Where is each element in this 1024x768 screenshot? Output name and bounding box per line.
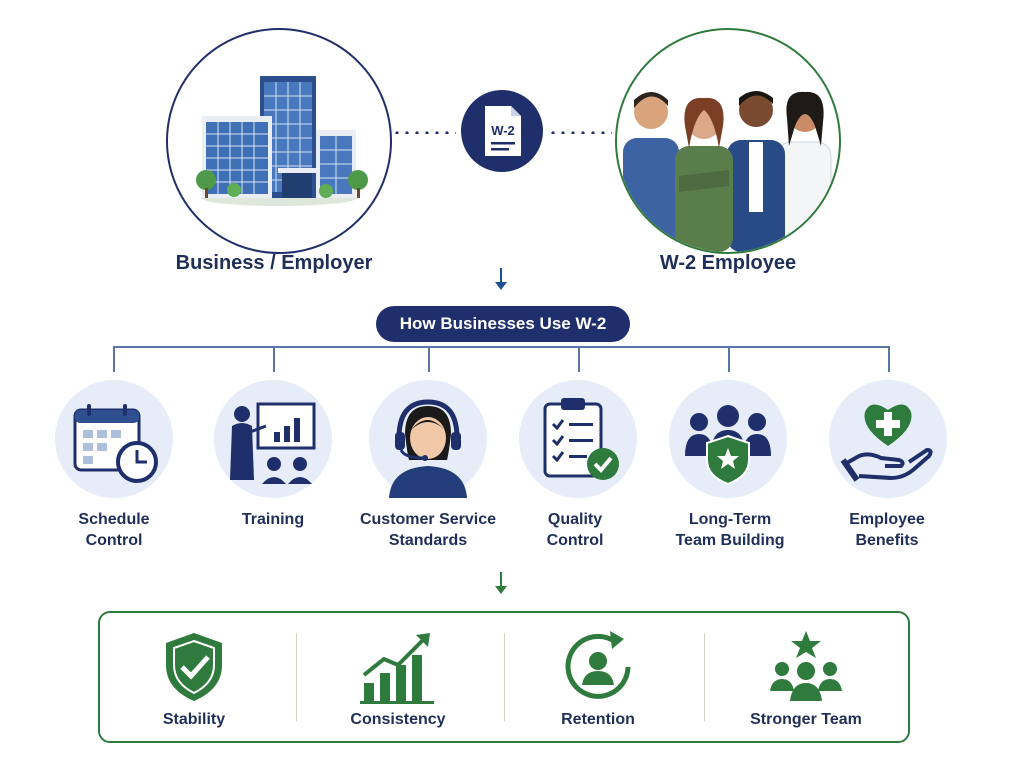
section-header: How Businesses Use W-2 (376, 306, 630, 342)
use-item-team-building (669, 380, 787, 498)
use-label-line: Standards (388, 532, 468, 549)
use-label-employee-benefits: Employee Benefits (807, 509, 967, 551)
use-item-employee-benefits (829, 380, 947, 498)
dotted-connector-right (548, 131, 612, 134)
use-label-line: Employee (849, 511, 925, 528)
team-star-icon (766, 627, 846, 707)
use-label-line: Long-Term (688, 511, 772, 528)
tree-branch (428, 346, 430, 372)
use-label-line: Control (546, 532, 604, 549)
down-arrow-icon (495, 572, 507, 594)
w2-document-text: W-2 (491, 123, 515, 138)
outcome-label-stability: Stability (162, 711, 226, 728)
use-label-training: Training (193, 509, 353, 530)
use-item-quality-control (519, 380, 637, 498)
divider (704, 633, 705, 721)
outcome-label-consistency: Consistency (350, 711, 446, 728)
outcomes-panel: Stability Consistency Retention Strong (98, 611, 910, 743)
use-label-line: Control (85, 532, 143, 549)
use-label-line: Customer Service (359, 511, 497, 528)
use-label-line: Schedule (78, 511, 150, 528)
tree-branch (273, 346, 275, 372)
employer-circle (166, 28, 392, 254)
trainer-presentation-icon (230, 402, 316, 484)
person-cycle-icon (558, 627, 638, 707)
use-label-schedule-control: Schedule Control (34, 509, 194, 551)
growth-chart-icon (358, 627, 438, 707)
use-label-line: Quality (547, 511, 603, 528)
tree-branch (728, 346, 730, 372)
employee-label: W-2 Employee (659, 252, 797, 274)
w2-document-icon: W-2 (485, 106, 521, 156)
divider (296, 633, 297, 721)
use-item-customer-service (369, 380, 487, 498)
tree-branch (888, 346, 890, 372)
use-label-line: Team Building (675, 532, 785, 549)
use-label-team-building: Long-Term Team Building (650, 509, 810, 551)
tree-connector (114, 346, 890, 348)
use-label-quality-control: Quality Control (495, 509, 655, 551)
team-shield-icon (685, 405, 771, 486)
dotted-connector-left (392, 131, 456, 134)
employees-circle (615, 28, 841, 254)
tree-branch (578, 346, 580, 372)
shield-check-icon (154, 627, 234, 707)
w2-document-badge: W-2 (461, 90, 543, 172)
use-label-line: Benefits (855, 532, 919, 549)
outcome-label-retention: Retention (561, 711, 635, 728)
outcome-label-stronger-team: Stronger Team (750, 711, 862, 728)
divider (504, 633, 505, 721)
tree-branch (113, 346, 115, 372)
heart-hand-icon (840, 404, 933, 482)
use-label-customer-service: Customer Service Standards (348, 509, 508, 551)
down-arrow-icon (495, 268, 507, 290)
checklist-clipboard-icon (543, 398, 619, 480)
employer-label: Business / Employer (175, 252, 373, 274)
headset-agent-icon (389, 399, 467, 498)
use-item-training (214, 380, 332, 498)
calendar-clock-icon (73, 404, 158, 483)
employee-group-icon (623, 91, 832, 252)
use-label-line: Training (241, 511, 305, 528)
office-building-icon (196, 76, 368, 206)
use-item-schedule-control (55, 380, 173, 498)
